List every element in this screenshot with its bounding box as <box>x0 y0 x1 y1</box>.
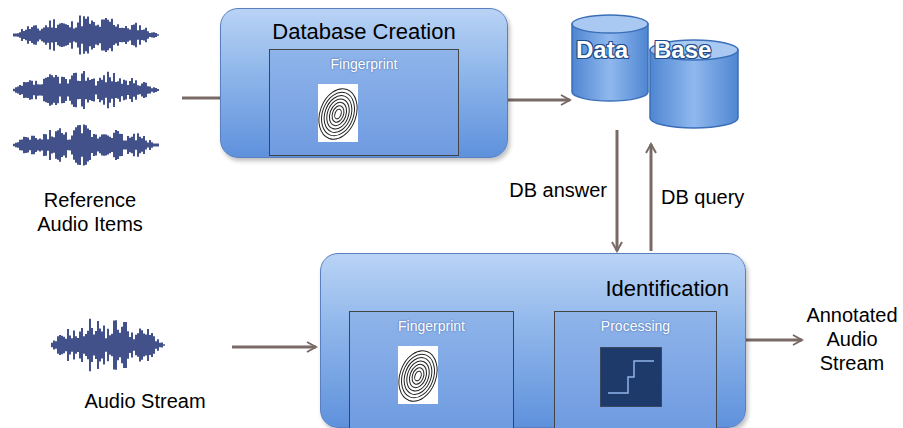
box-title: Fingerprint <box>270 50 458 72</box>
stream-label: Reference Audio Items <box>20 188 160 236</box>
box-title: Fingerprint <box>350 312 513 334</box>
connector <box>508 99 570 102</box>
database-cylinders <box>572 15 738 128</box>
box-title: Database Creation <box>221 9 507 45</box>
process-box: Fingerprint <box>269 49 459 156</box>
fingerprint-icon <box>398 346 438 404</box>
connector <box>616 130 619 251</box>
edge-label: DB answer <box>509 179 607 202</box>
stream-label: Annotated Audio Stream <box>804 303 900 375</box>
box-title: Processing <box>555 312 716 334</box>
stream-label: Audio Stream <box>60 389 230 413</box>
fingerprint-icon <box>318 84 358 142</box>
edge-label: DB query <box>661 186 744 209</box>
stage-box: IdentificationFingerprint Processing <box>320 253 746 428</box>
waveforms <box>12 15 164 371</box>
database-node: Data Base <box>572 14 738 128</box>
connector <box>650 144 653 251</box>
database-label: Data <box>576 36 628 64</box>
process-box: Fingerprint <box>349 311 514 428</box>
stage-box: Database CreationFingerprint <box>220 8 508 158</box>
database-label: Base <box>654 36 711 64</box>
box-title: Identification <box>321 254 745 302</box>
process-box: Processing <box>554 311 717 428</box>
processing-icon <box>600 347 662 407</box>
